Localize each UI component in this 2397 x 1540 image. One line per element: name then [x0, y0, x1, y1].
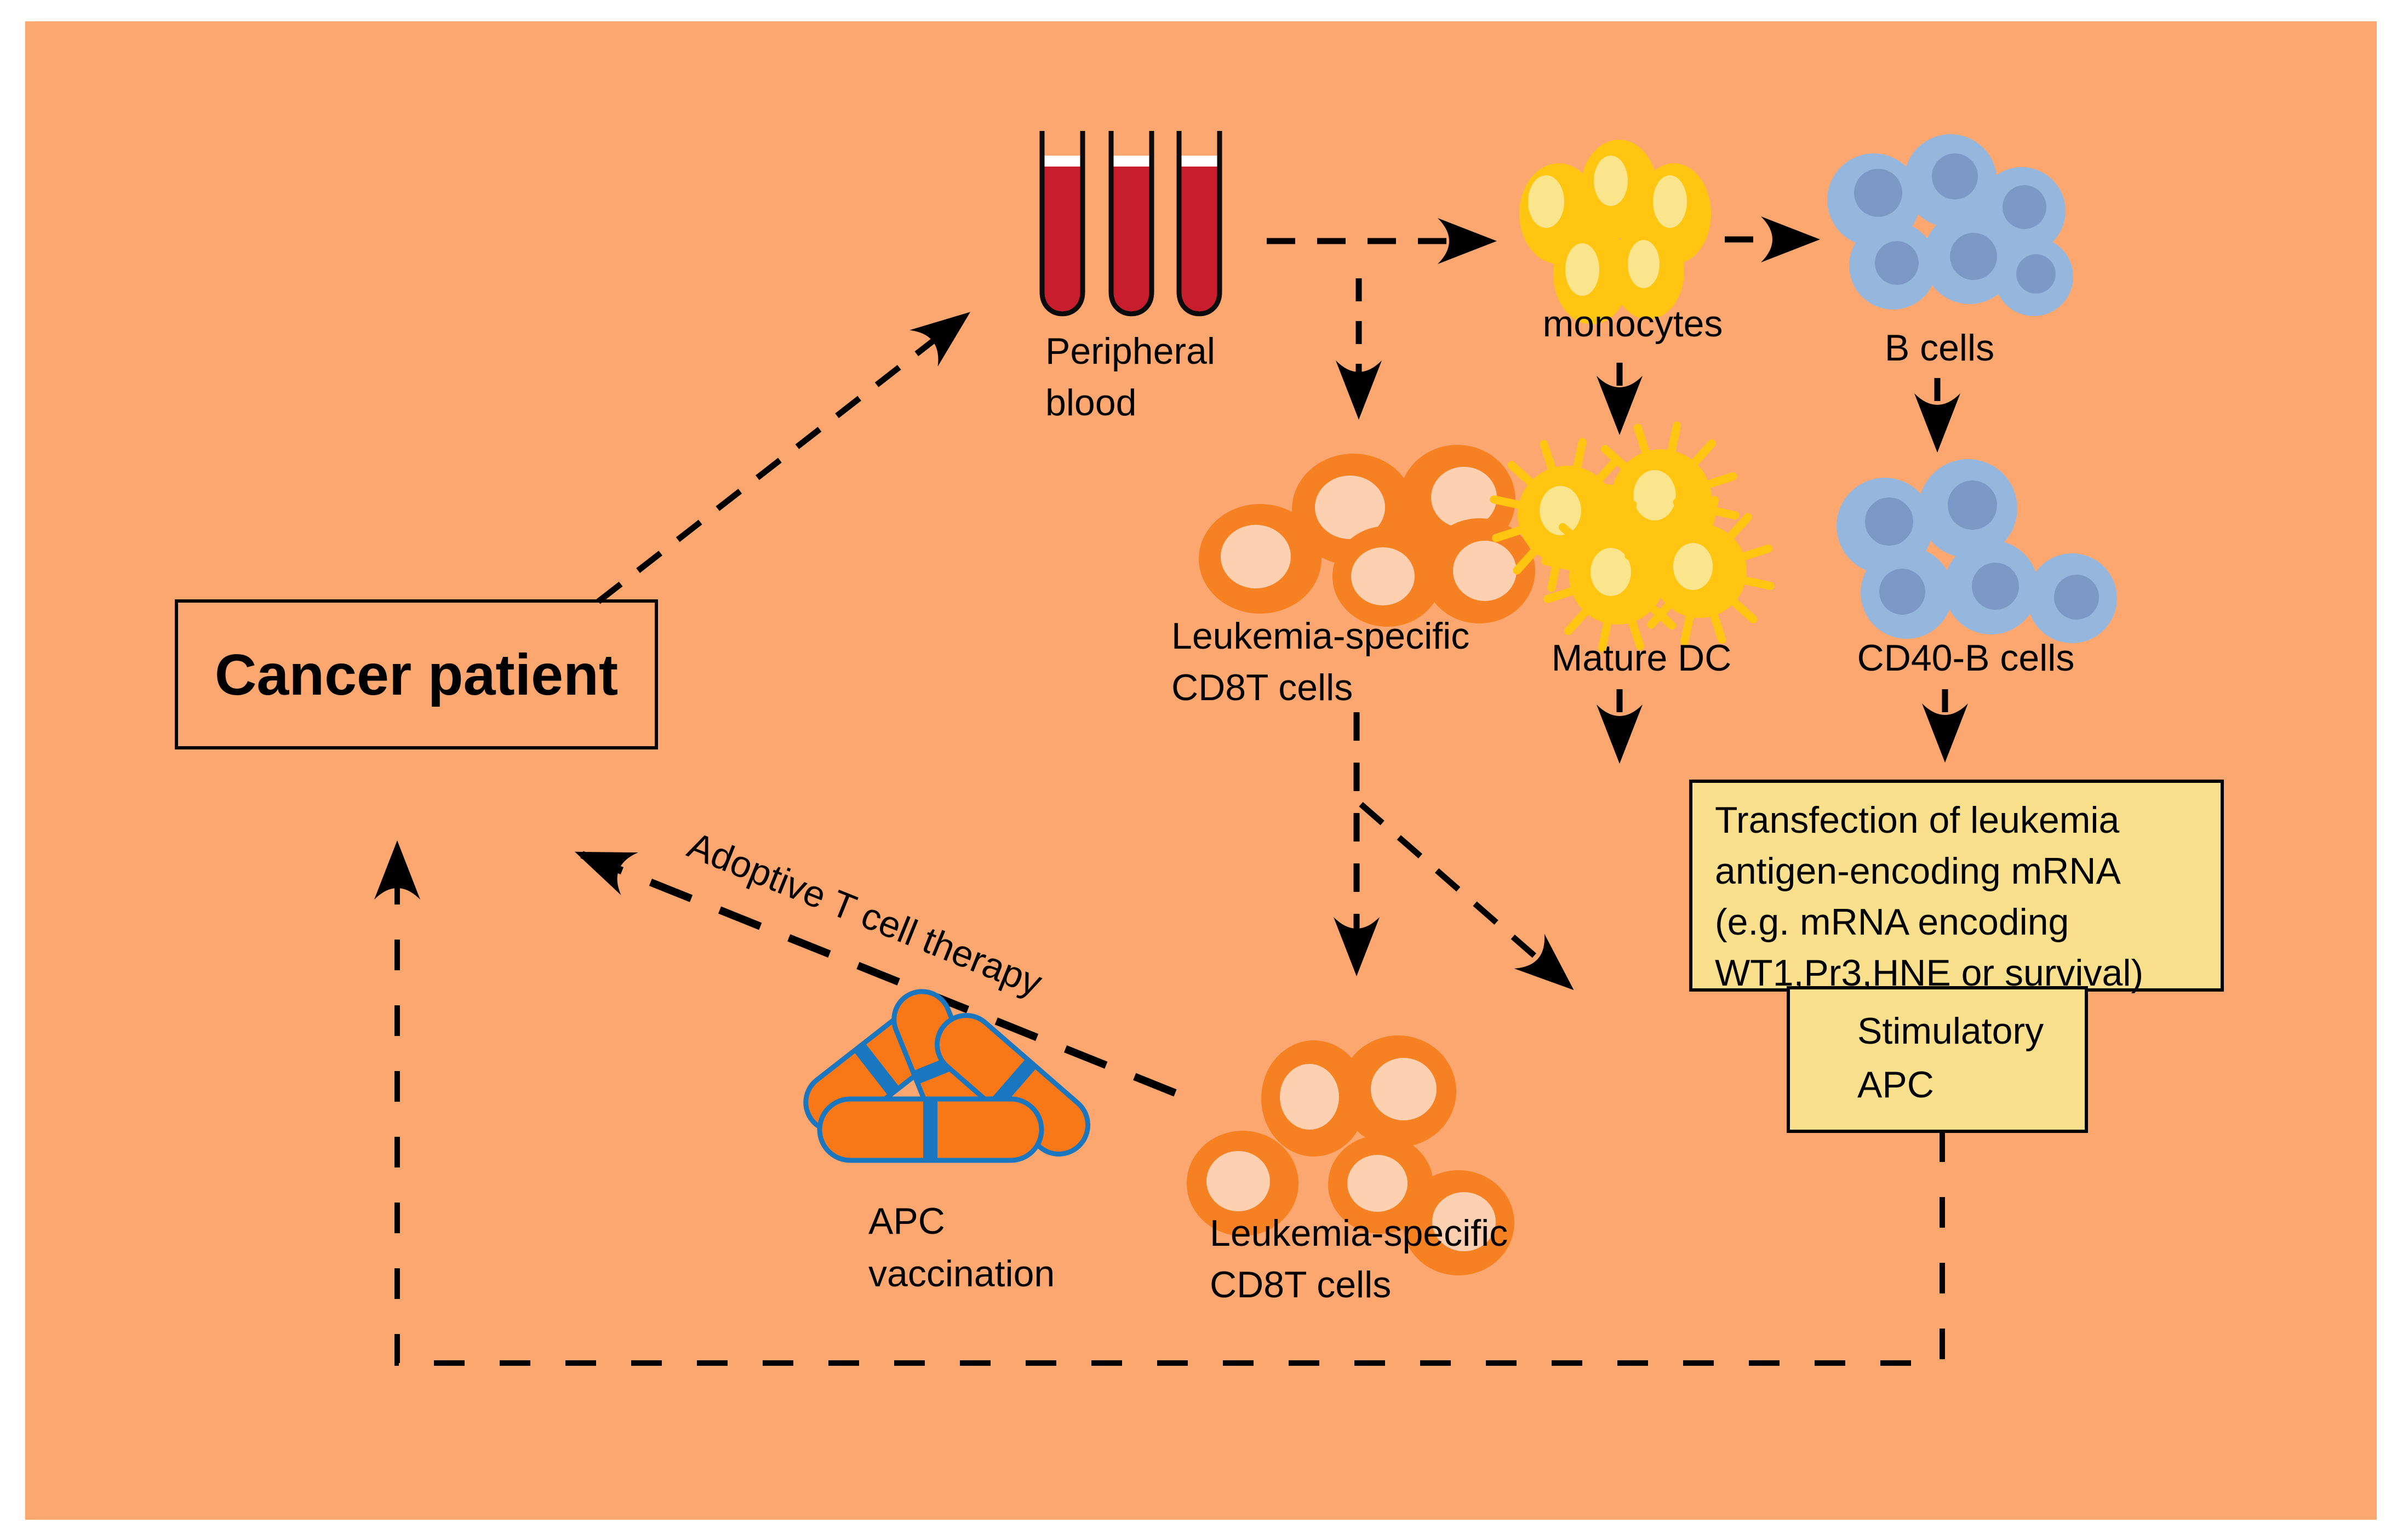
- transfection-line3: (e.g. mRNA encoding: [1715, 901, 2069, 943]
- dendritic-cell: [1624, 496, 1775, 646]
- cell-shape: [2054, 575, 2099, 620]
- cell-shape: [1315, 476, 1385, 539]
- cd8-top-label-line2: CD8T cells: [1171, 667, 1353, 708]
- cell-shape: [1540, 486, 1581, 535]
- cell-shape: [1653, 175, 1687, 228]
- cell-shape: [2003, 185, 2046, 229]
- stimulatory-apc-box: [1787, 986, 2088, 1133]
- transfection-line2: antigen-encoding mRNA: [1715, 850, 2121, 892]
- arrow-adoptive-therapy: [575, 851, 1177, 1097]
- cell-shape: [1371, 1058, 1437, 1120]
- test-tubes-icon: [1039, 131, 1222, 317]
- cell-shape: [1854, 169, 1902, 217]
- monocytes-icon: [1519, 140, 1711, 324]
- cell-shape: [1206, 1151, 1270, 1211]
- cell-shape: [1432, 1192, 1496, 1251]
- cell-shape: [2016, 254, 2056, 294]
- cd8-bottom-label-line2: CD8T cells: [1210, 1264, 1391, 1306]
- cell-shape: [1280, 1064, 1339, 1130]
- cell-shape: [1950, 233, 1997, 280]
- test-tube: [1039, 131, 1085, 317]
- cd8-bottom-label-line1: Leukemia-specific: [1210, 1212, 1508, 1254]
- transfection-box: [1689, 780, 2224, 992]
- test-tube: [1108, 131, 1154, 317]
- arrow-cd8-to-stimulatory: [1359, 802, 1574, 991]
- cell-shape: [1879, 569, 1925, 615]
- peripheral-blood-label-line1: Peripheral: [1045, 330, 1215, 372]
- b-cells-icon: [1827, 134, 2073, 316]
- dendritic-cell: [1541, 500, 1694, 652]
- cd40-b-label: CD40-B cells: [1857, 637, 2075, 679]
- cd8-t-cells-top-icon: [1199, 445, 1535, 627]
- cell-shape: [1351, 547, 1415, 605]
- mature-dc-label: Mature DC: [1552, 637, 1732, 679]
- cell-shape: [1528, 175, 1564, 228]
- stimulatory-line2: APC: [1857, 1064, 1934, 1106]
- cancer-patient-box: [175, 599, 658, 749]
- cd8-top-label-line1: Leukemia-specific: [1171, 615, 1469, 657]
- transfection-line1: Transfection of leukemia: [1715, 799, 2119, 841]
- cell-shape: [1865, 497, 1913, 546]
- apc-vaccination-label-line1: APC: [868, 1200, 945, 1242]
- cell-shape: [1453, 541, 1517, 601]
- test-tube: [1176, 131, 1222, 317]
- cd8-t-cells-bottom-icon: [1187, 1035, 1514, 1275]
- cell-shape: [1565, 243, 1599, 296]
- arrow-apc-feedback-loop: [374, 840, 1945, 1366]
- cell-shape: [1591, 548, 1631, 596]
- cell-shape: [1673, 543, 1713, 590]
- b-cells-label: B cells: [1885, 327, 1994, 369]
- cell-shape: [1221, 525, 1291, 588]
- cd40-b-cells-icon: [1837, 459, 2117, 643]
- cell-shape: [1633, 470, 1676, 520]
- stimulatory-line1: Stimulatory: [1857, 1010, 2044, 1052]
- mature-dc-icon: [1490, 421, 1775, 652]
- arrow-patient-to-blood: [596, 312, 971, 604]
- cell-shape: [1594, 156, 1628, 206]
- peripheral-blood-label-line2: blood: [1045, 382, 1136, 423]
- monocytes-label: monocytes: [1543, 303, 1723, 345]
- cell-shape: [1628, 240, 1660, 288]
- cell-shape: [1875, 241, 1919, 285]
- cell-shape: [1347, 1155, 1408, 1212]
- cancer-patient-label: Cancer patient: [215, 643, 618, 707]
- apc-vaccine-pills-icon: [803, 989, 1091, 1163]
- cell-shape: [1948, 480, 1997, 530]
- apc-vaccination-label-line2: vaccination: [868, 1253, 1055, 1295]
- cell-shape: [1932, 153, 1978, 199]
- pill: [817, 1096, 1044, 1163]
- cell-shape: [1431, 467, 1497, 528]
- cell-shape: [1972, 563, 2019, 610]
